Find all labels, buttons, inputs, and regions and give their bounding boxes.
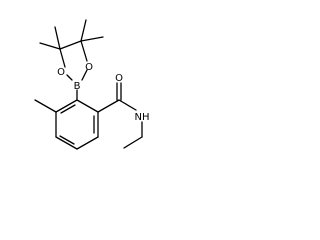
ring-bond-4 (55, 136, 78, 150)
bond-c1-c2 (59, 40, 82, 50)
atom-label-boron: B (74, 81, 81, 92)
ring-bond-3 (76, 136, 99, 150)
bond-ring-carbonyl (97, 99, 120, 113)
ring-bond-6 (55, 99, 78, 113)
methyl-c1-a (39, 42, 61, 50)
aryl-methyl (34, 99, 57, 113)
pinacol-boronate-ring (39, 19, 104, 81)
methyl-c2-b (80, 36, 104, 42)
bond-carbonyl-n (118, 99, 137, 111)
bond-b-o1 (66, 74, 73, 81)
bond-ch2-ch3 (123, 136, 143, 149)
bond-c2-o2 (80, 40, 88, 62)
bond-o1-c1 (59, 48, 66, 68)
bond-o2-b (81, 69, 88, 81)
chemical-structure: O O B O NH (34, 19, 150, 150)
atom-label-amide-nh: NH (135, 112, 150, 123)
ring-double-2 (59, 135, 75, 145)
ring-bond-1 (76, 99, 99, 113)
benzene-ring (55, 99, 99, 150)
atom-label-oxygen-left: O (57, 67, 65, 78)
methyl-c2-a (80, 19, 87, 42)
atom-label-oxygen-right: O (85, 62, 93, 73)
atom-label-carbonyl-oxygen: O (115, 73, 123, 84)
methyl-c1-b (54, 26, 61, 50)
amide-group (97, 82, 143, 149)
ring-double-3 (60, 104, 76, 114)
